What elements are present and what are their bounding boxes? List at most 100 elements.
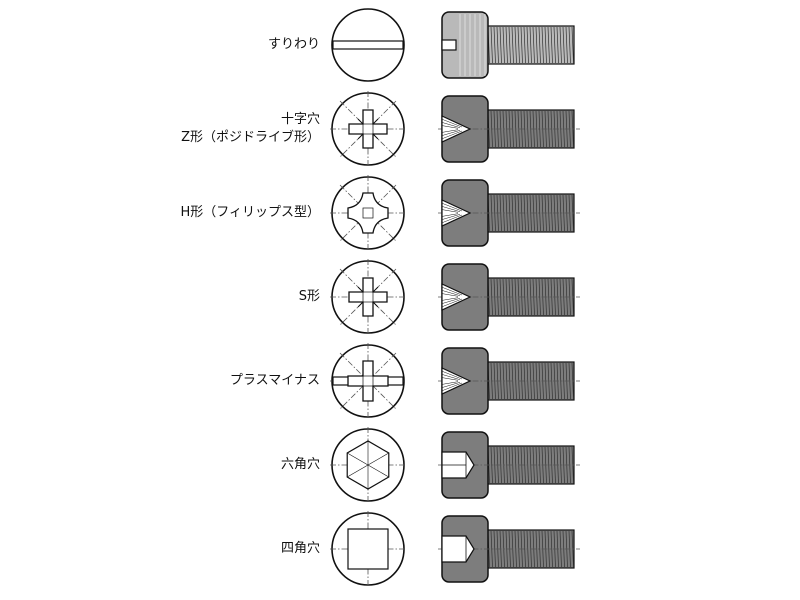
thread-line (559, 362, 562, 400)
thread-line (538, 194, 541, 232)
hex-socket-edge (367, 464, 389, 478)
thread-line (559, 278, 562, 316)
thread-line (556, 26, 559, 64)
thread-line (547, 194, 550, 232)
hex-socket-edge (367, 452, 389, 466)
thread-line (505, 110, 508, 148)
thread-line (538, 530, 541, 568)
recess-label-line: すりわり (267, 37, 320, 52)
screw-head-top-view (330, 343, 406, 419)
thread-line (493, 362, 496, 400)
row-slotted: すりわり (0, 2, 800, 88)
screw-head-top-view (330, 175, 406, 251)
recess-rib (357, 118, 364, 125)
cavity-facet (441, 125, 459, 129)
recess-label-line: S形 (298, 289, 320, 304)
recess-label: すりわり (20, 36, 320, 54)
thread-line (541, 26, 544, 64)
thread-line (523, 194, 526, 232)
thread-line (565, 26, 568, 64)
cavity-facet (441, 290, 461, 296)
cross-recess (347, 192, 389, 234)
thread-line (502, 26, 505, 64)
recess-label: H形（フィリップス型） (20, 204, 320, 222)
recess-rib (357, 286, 364, 293)
cavity-facet (441, 118, 463, 128)
thread-line (535, 530, 538, 568)
thread-line (550, 278, 553, 316)
thread-line (493, 530, 496, 568)
cavity-facet (441, 377, 459, 381)
thread-line (517, 26, 520, 64)
hex-socket-edge (347, 452, 369, 466)
cavity-facet (441, 382, 461, 388)
cross-cavity (441, 367, 472, 395)
thread-line (550, 362, 553, 400)
thread-line (505, 26, 508, 64)
square-socket (347, 528, 389, 570)
thread-line (535, 446, 538, 484)
thread-line (505, 446, 508, 484)
recess-label-line: プラスマイナス (229, 373, 320, 388)
hex-socket-edge (347, 464, 369, 478)
cavity-facet (441, 130, 461, 136)
recess-label: 六角穴 (20, 456, 320, 474)
thread-line (505, 194, 508, 232)
thread-line (535, 26, 538, 64)
thread-line (523, 446, 526, 484)
thread-line (550, 26, 553, 64)
thread-line (505, 278, 508, 316)
thread-line (553, 26, 556, 64)
thread-line (490, 530, 493, 568)
cavity-facet (441, 206, 461, 212)
thread-line (562, 446, 565, 484)
thread-line (535, 278, 538, 316)
thread-line (490, 110, 493, 148)
row-plus-minus: プラスマイナス (0, 338, 800, 424)
row-square: 四角穴 (0, 506, 800, 592)
screw-head-top-view (330, 259, 406, 335)
screw-side-section (438, 263, 580, 331)
thread-line (529, 26, 532, 64)
recess-center (362, 123, 374, 135)
thread-line (532, 26, 535, 64)
recess-label-line: Z形（ポジドライブ形） (181, 130, 320, 145)
thread-line (559, 194, 562, 232)
thread-line (499, 26, 502, 64)
thread-line (544, 26, 547, 64)
thread-line (547, 530, 550, 568)
thread-line (547, 446, 550, 484)
thread-line (571, 26, 574, 64)
thread-line (493, 26, 496, 64)
thread-line (490, 446, 493, 484)
thread-line (559, 446, 562, 484)
cavity-facet (441, 130, 463, 140)
recess-label-line: H形（フィリップス型） (180, 205, 320, 220)
screw-side-section (441, 11, 575, 79)
row-cross-h: H形（フィリップス型） (0, 170, 800, 256)
cavity-facet (441, 298, 463, 308)
recess-center (362, 291, 374, 303)
screw-side-section (438, 179, 580, 247)
recess-center (362, 375, 374, 387)
slot-recess-side (441, 39, 457, 51)
cross-cavity (441, 115, 472, 143)
thread-line (559, 26, 562, 64)
thread-line (538, 278, 541, 316)
thread-line (523, 362, 526, 400)
thread-line (526, 26, 529, 64)
thread-line (559, 110, 562, 148)
thread-line (535, 110, 538, 148)
screw-side-section (438, 431, 580, 499)
thread-line (505, 530, 508, 568)
cavity-facet (441, 213, 459, 217)
recess-rib (357, 301, 364, 308)
thread-line (493, 110, 496, 148)
thread-line (562, 362, 565, 400)
thread-line (562, 278, 565, 316)
thread-line (490, 26, 493, 64)
thread-line (511, 26, 514, 64)
recess-rib (372, 286, 379, 293)
